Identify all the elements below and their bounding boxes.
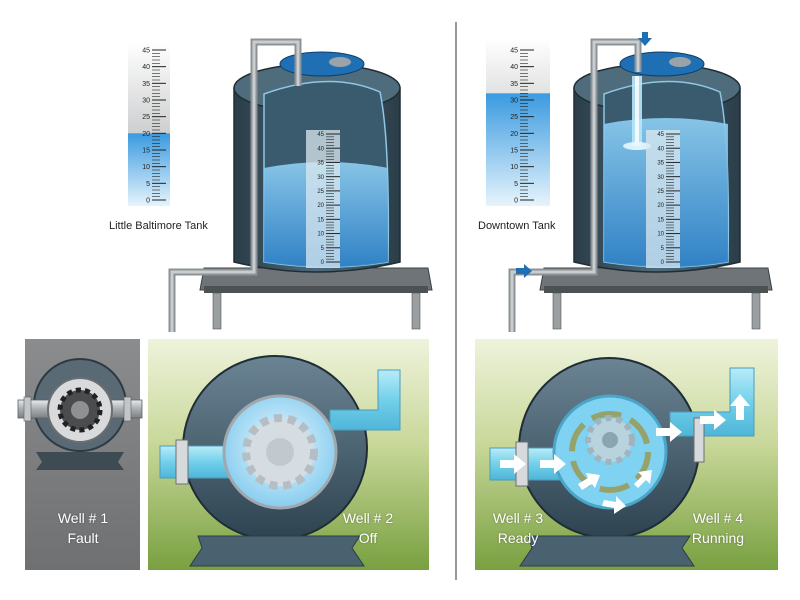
little-baltimore-tank [168, 38, 433, 332]
gauge-tick-label: 30 [657, 175, 664, 181]
gauge-tick-label: 35 [510, 81, 518, 88]
gauge-tick-label: 20 [657, 203, 664, 209]
gauge-tick-label: 25 [657, 189, 664, 195]
flow-arrow-icon [516, 264, 532, 278]
little-baltimore-level-gauge [128, 42, 170, 206]
gauge-tick-label: 40 [142, 64, 150, 71]
gauge-tick-label: 20 [317, 203, 324, 209]
well-2-status-label: Well # 2 Off [320, 508, 416, 548]
inner-level-gauge: 45 40 35 30 25 20 15 10 5 0 [317, 132, 340, 266]
gauge-tick-label: 0 [661, 260, 665, 266]
gauge-water-fill [486, 93, 550, 206]
inner-level-gauge: 45 40 35 30 25 20 15 10 5 0 [657, 132, 680, 266]
gauge-tick-label: 35 [142, 81, 150, 88]
gauge-water-fill [128, 133, 170, 206]
well-status: Running [691, 530, 745, 546]
gauge-tick-label: 45 [510, 47, 518, 54]
gauge-tick-label: 0 [514, 197, 518, 204]
well-4-status-label: Well # 4 Running [670, 508, 766, 548]
well-1-status-label: Well # 1 Fault [35, 508, 131, 548]
well-name: Well # 2 [342, 510, 394, 526]
well-3-status-label: Well # 3 Ready [470, 508, 566, 548]
gauge-tick-label: 15 [142, 147, 150, 154]
gauge-tick-label: 20 [142, 131, 150, 138]
tank-label-downtown: Downtown Tank [478, 220, 556, 232]
flow-arrow-icon [638, 32, 652, 46]
gauge-tick-label: 45 [317, 132, 324, 138]
gauge-tick-label: 20 [510, 131, 518, 138]
gauge-tick-label: 35 [657, 161, 664, 167]
gauge-scale: 45 40 35 30 25 20 15 10 5 0 [510, 47, 534, 204]
gauge-tick-label: 10 [657, 232, 664, 238]
gauge-tick-label: 40 [510, 64, 518, 71]
water-inflow-stream [623, 76, 651, 150]
gauge-tick-label: 10 [317, 232, 324, 238]
gauge-tick-label: 15 [317, 217, 324, 223]
gauge-tick-label: 35 [317, 161, 324, 167]
well-status: Ready [497, 530, 539, 546]
gauge-tick-label: 15 [657, 217, 664, 223]
tank-stand [539, 267, 773, 330]
well-2-pump[interactable] [148, 339, 429, 570]
gauge-tick-label: 5 [514, 181, 518, 188]
gauge-tick-label: 30 [510, 97, 518, 104]
tank-stand [199, 267, 433, 330]
gauge-tick-label: 5 [146, 181, 150, 188]
well-name: Well # 1 [57, 510, 109, 526]
gauge-tick-label: 25 [317, 189, 324, 195]
gauge-tick-label: 10 [142, 164, 150, 171]
gauge-tick-label: 40 [317, 146, 324, 152]
flow-arrow-icon [500, 394, 750, 514]
gauge-tick-label: 45 [142, 47, 150, 54]
gauge-tick-label: 0 [146, 197, 150, 204]
gauge-tick-label: 5 [661, 246, 665, 252]
well-name: Well # 3 [492, 510, 544, 526]
downtown-level-gauge [486, 38, 550, 206]
gauge-tick-label: 15 [510, 147, 518, 154]
gauge-tick-label: 30 [142, 97, 150, 104]
well-name: Well # 4 [692, 510, 744, 526]
well-1-pump[interactable] [17, 339, 143, 570]
downtown-tank [508, 32, 773, 332]
gauge-tick-label: 30 [317, 175, 324, 181]
gauge-scale: 45 40 35 30 25 20 15 10 5 0 [142, 47, 166, 204]
gauge-tick-label: 0 [321, 260, 325, 266]
gauge-tick-label: 25 [142, 114, 150, 121]
gauge-tick-label: 25 [510, 114, 518, 121]
gauge-tick-label: 5 [321, 246, 325, 252]
well-3-4-pump[interactable] [475, 339, 778, 570]
gauge-tick-label: 45 [657, 132, 664, 138]
well-status: Fault [67, 530, 99, 546]
tank-label-little-baltimore: Little Baltimore Tank [109, 220, 208, 232]
gauge-tick-label: 40 [657, 146, 664, 152]
well-status: Off [358, 530, 378, 546]
gauge-tick-label: 10 [510, 164, 518, 171]
